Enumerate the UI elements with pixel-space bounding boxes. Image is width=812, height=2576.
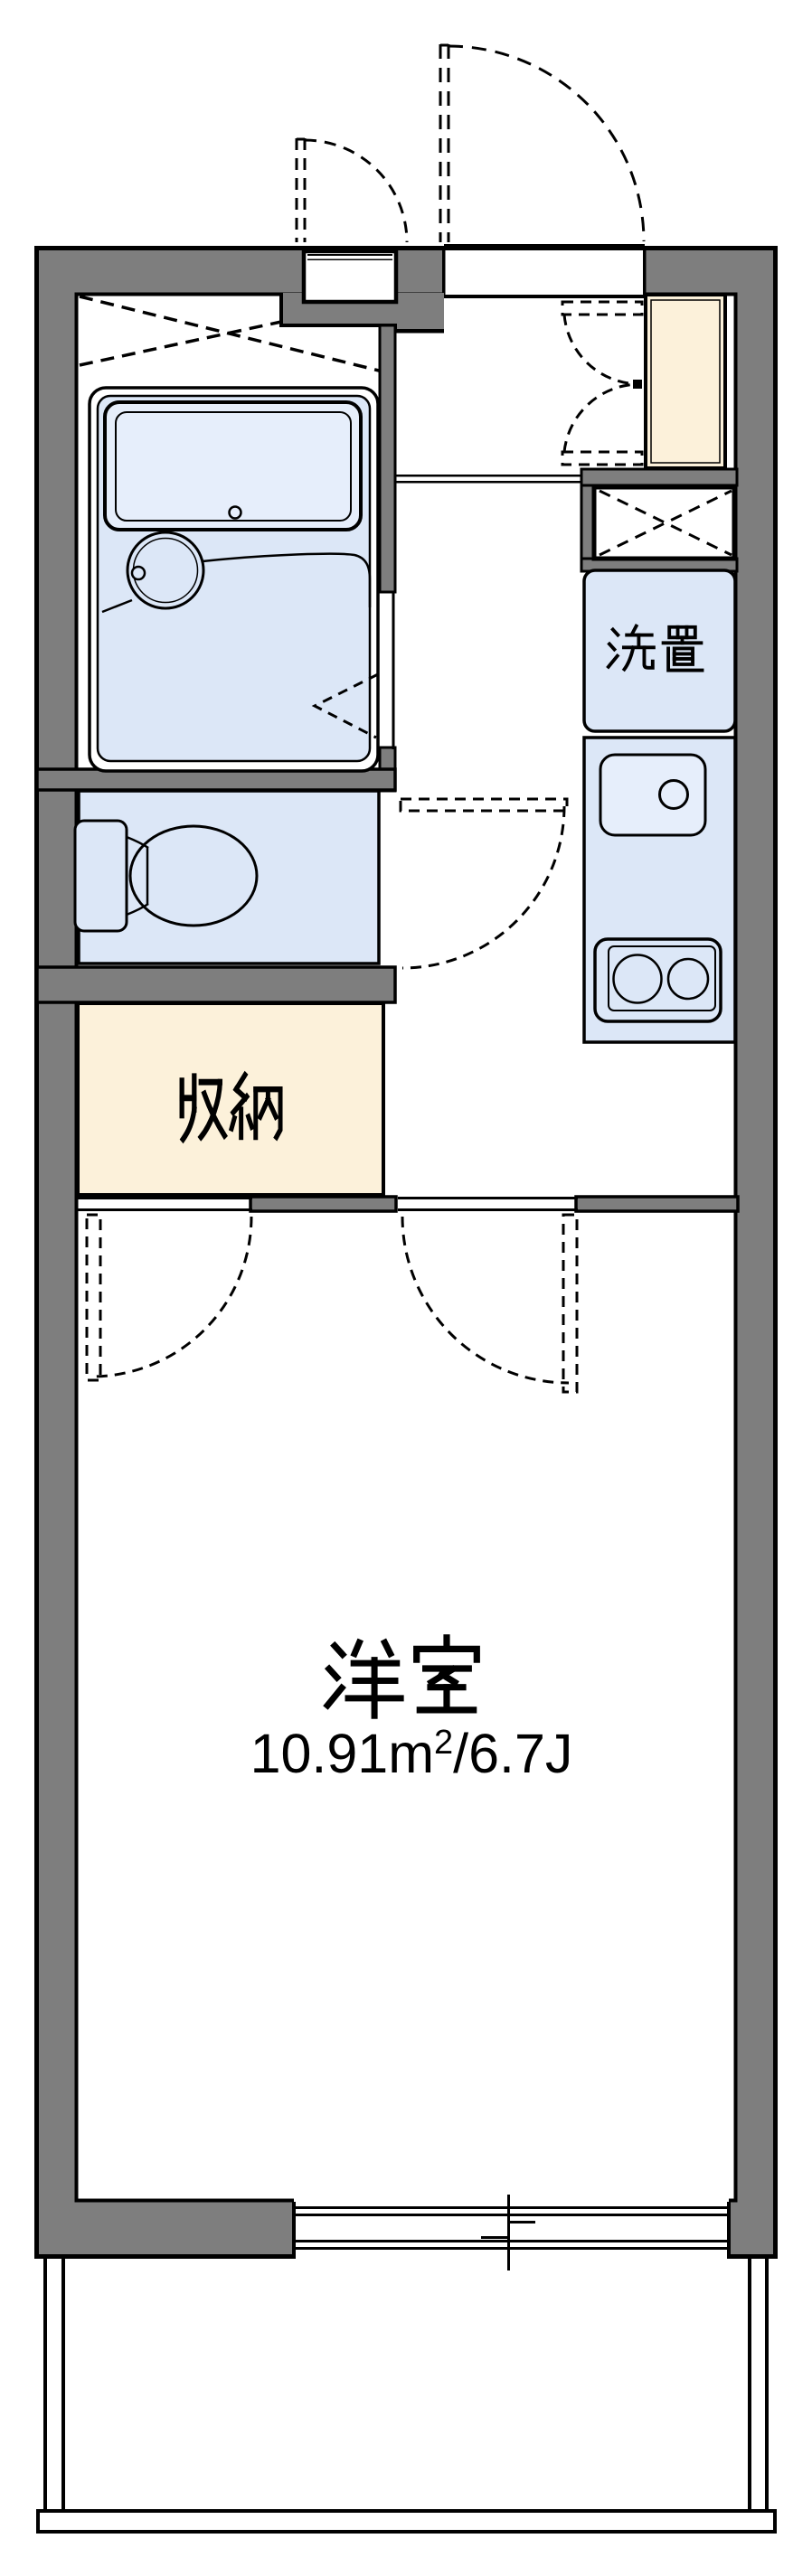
svg-text:10.91m2/6.7J: 10.91m2/6.7J bbox=[250, 1723, 573, 1784]
